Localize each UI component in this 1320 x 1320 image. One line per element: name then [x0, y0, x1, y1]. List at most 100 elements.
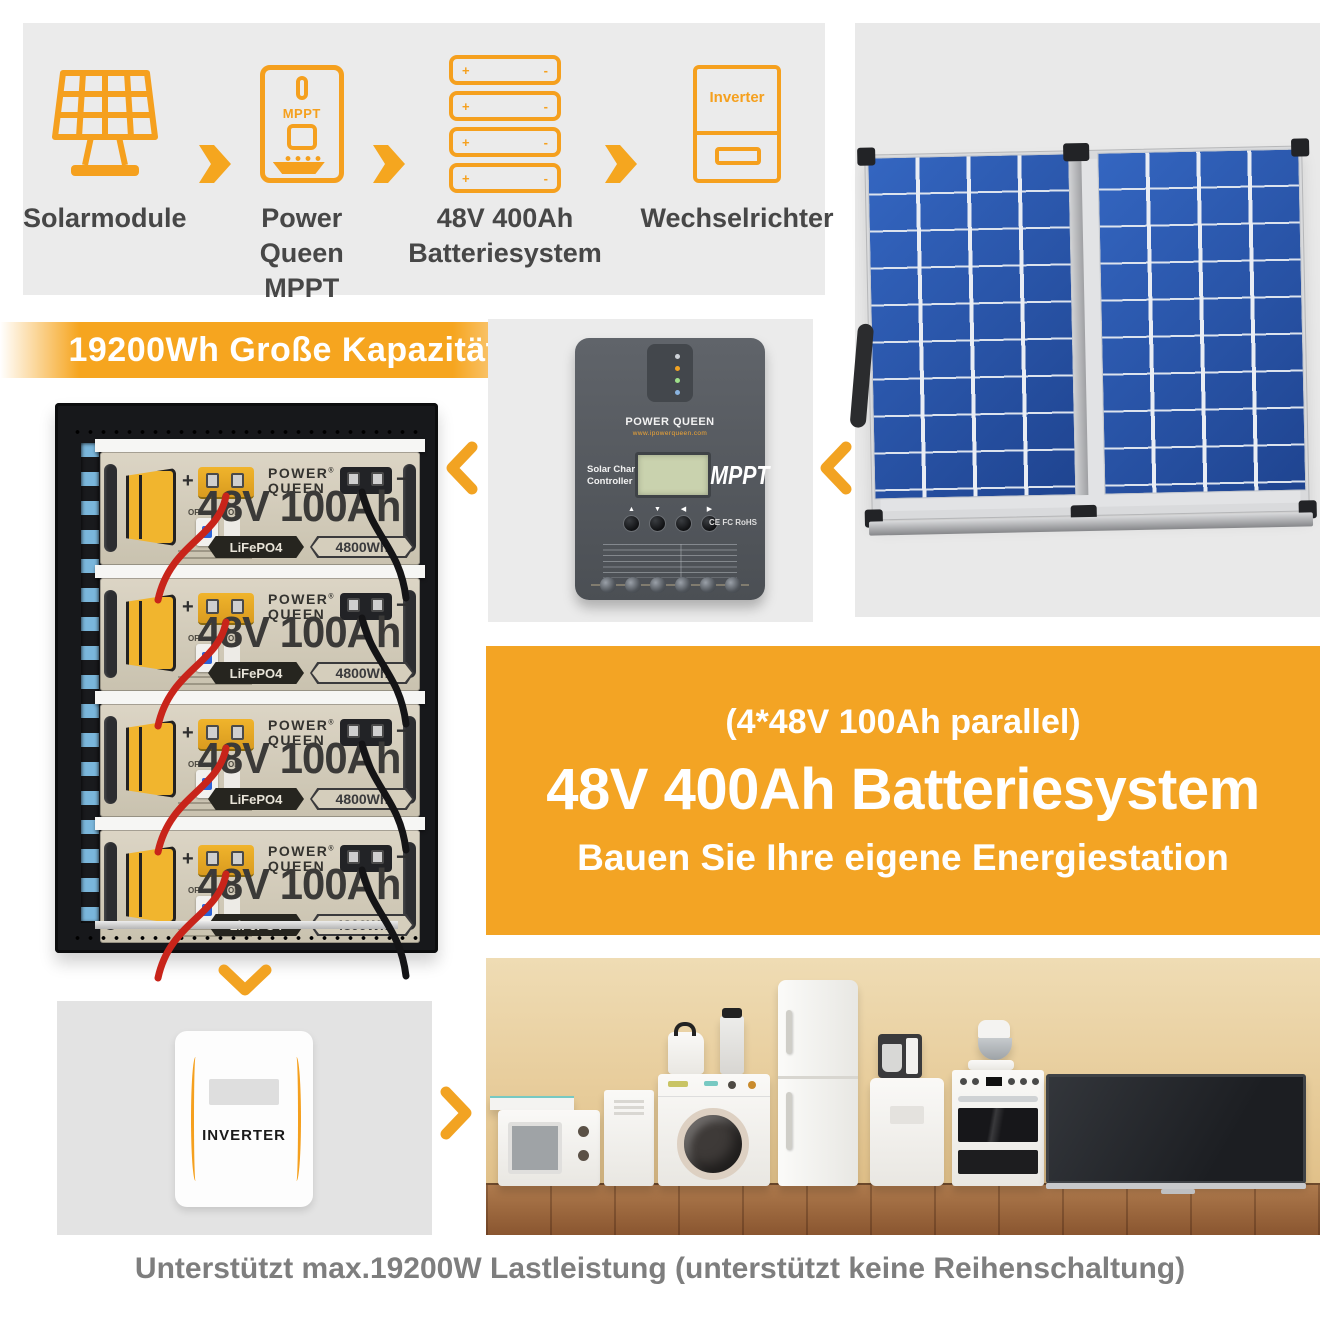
- home-appliances-photo: [486, 958, 1320, 1235]
- battery-lift-pocket: [126, 468, 176, 546]
- solar-panel-right-half: [1097, 148, 1307, 495]
- battery-handle: [104, 464, 117, 552]
- chevron-right-icon: [440, 1086, 472, 1140]
- inverter-device: INVERTER: [175, 1031, 313, 1207]
- chemistry-badge: LiFePO4: [208, 536, 304, 558]
- battery-capacity-label: 48V 100Ah: [197, 734, 402, 783]
- battery-rack: + POWER®QUEEN − OFF ON 48V 100Ah LiFePO4…: [55, 403, 438, 982]
- battery-handle: [104, 590, 117, 678]
- refrigerator: [778, 980, 858, 1186]
- inverter-icon-divider: [697, 131, 777, 135]
- battery-lift-pocket: [126, 594, 176, 672]
- minus-label: −: [396, 466, 409, 491]
- down-button: [649, 515, 666, 532]
- battery-module: + POWER®QUEEN − OFF ON 48V 100Ah LiFePO4…: [100, 704, 420, 856]
- microwave: [498, 1110, 600, 1186]
- mixer-base: [968, 1060, 1014, 1070]
- oven: [952, 1070, 1044, 1186]
- arrow-right-icon: [371, 143, 407, 185]
- switch-on-label: ON: [228, 886, 240, 895]
- rack-shelf: [95, 817, 425, 830]
- switch-on-label: ON: [228, 508, 240, 517]
- capacity-banner: 19200Wh Große Kapazität: [0, 322, 566, 378]
- plus-label: +: [182, 848, 194, 870]
- capacity-banner-text: 19200Wh Große Kapazität: [68, 330, 498, 369]
- rack-shelf: [95, 691, 425, 704]
- battery-module: + POWER®QUEEN − OFF ON 48V 100Ah LiFePO4…: [100, 578, 420, 730]
- device-brand: POWER QUEEN: [625, 416, 715, 428]
- battery-handle: [104, 716, 117, 804]
- switch-on-label: ON: [228, 760, 240, 769]
- flow-step-label: Solarmodule: [23, 203, 187, 233]
- energy-badge: 4800Wh: [310, 536, 414, 558]
- rack-vent-holes: [71, 427, 422, 437]
- parallel-config-text: (4*48V 100Ah parallel): [725, 702, 1081, 741]
- inverter-label: INVERTER: [202, 1127, 286, 1144]
- stand-mixer: [978, 1020, 1010, 1038]
- corner-cap: [1290, 138, 1310, 157]
- footer-caption: Unterstützt max.19200W Lastleistung (unt…: [134, 1252, 1186, 1285]
- battery-brand: POWER®QUEEN: [268, 843, 336, 874]
- small-cabinet: [604, 1090, 654, 1186]
- battery-system-highlight: (4*48V 100Ah parallel) 48V 400Ah Batteri…: [486, 646, 1320, 935]
- inverter-accent-line: [191, 1057, 200, 1181]
- mppt-icon-base: [272, 162, 325, 174]
- arrow-right-icon: [197, 143, 233, 185]
- battery-brand: POWER®QUEEN: [268, 717, 336, 748]
- solar-panel-icon: [45, 63, 165, 185]
- battery-handle: [104, 842, 117, 930]
- arrow-right-icon: [603, 143, 639, 185]
- battery-capacity-label: 48V 100Ah: [197, 860, 402, 909]
- rack-shelf: [95, 565, 425, 578]
- plus-label: +: [182, 470, 194, 492]
- left-button: [675, 515, 692, 532]
- mppt-icon-screen: [286, 124, 317, 150]
- rack-bottom-rail: [95, 921, 398, 929]
- mppt-controller-icon: MPPT: [259, 63, 344, 185]
- lcd-screen: [635, 452, 711, 498]
- television: [1046, 1074, 1306, 1194]
- right-button: [701, 515, 718, 532]
- mppt-icon-slot: [295, 76, 308, 100]
- blender: [720, 1008, 744, 1074]
- device-website: www.ipowerqueen.com: [632, 430, 708, 437]
- mppt-icon-buttons: [282, 156, 321, 161]
- coffee-maker: [878, 1034, 922, 1078]
- solar-panel-left-half: [867, 153, 1077, 500]
- system-title: 48V 400Ah Batteriesystem: [546, 756, 1260, 822]
- energy-badge: 4800Wh: [310, 788, 414, 810]
- rack-rail-left: [81, 443, 99, 923]
- mppt-text: MPPT: [710, 460, 770, 490]
- washing-machine: [658, 1074, 770, 1186]
- flow-step-label: Wechselrichter: [640, 203, 834, 233]
- inverter-icon: Inverter: [693, 63, 781, 185]
- battery-lift-pocket: [126, 720, 176, 798]
- inverter-icon-outlet: [715, 147, 761, 165]
- spec-table: [603, 544, 737, 578]
- contact-text-line: [591, 584, 749, 586]
- hinge-cap: [1063, 142, 1090, 162]
- flow-step-inverter: Inverter Wechselrichter: [640, 63, 834, 236]
- mppt-icon-label: MPPT: [282, 106, 321, 121]
- chemistry-badge: LiFePO4: [208, 788, 304, 810]
- water-heater: [870, 1078, 944, 1186]
- flow-step-solar: Solarmodule: [23, 63, 187, 236]
- solar-panel-photo: [849, 23, 1320, 617]
- inverter-photo: INVERTER: [57, 1001, 432, 1235]
- system-subtitle: Bauen Sie Ihre eigene Energiestation: [577, 836, 1229, 878]
- kettle: [668, 1022, 704, 1074]
- washer-door: [677, 1108, 749, 1180]
- terminal-ports: [575, 577, 765, 593]
- battery-brand: POWER®QUEEN: [268, 465, 336, 496]
- rack-vent-holes: [71, 933, 422, 943]
- tray-appliance: [490, 1096, 574, 1110]
- battery-module: + POWER®QUEEN − OFF ON 48V 100Ah LiFePO4…: [100, 452, 420, 604]
- energy-badge: 4800Wh: [310, 662, 414, 684]
- corner-cap: [857, 147, 876, 166]
- switch-on-label: ON: [228, 634, 240, 643]
- certification-marks: CE FC RoHS: [709, 518, 757, 527]
